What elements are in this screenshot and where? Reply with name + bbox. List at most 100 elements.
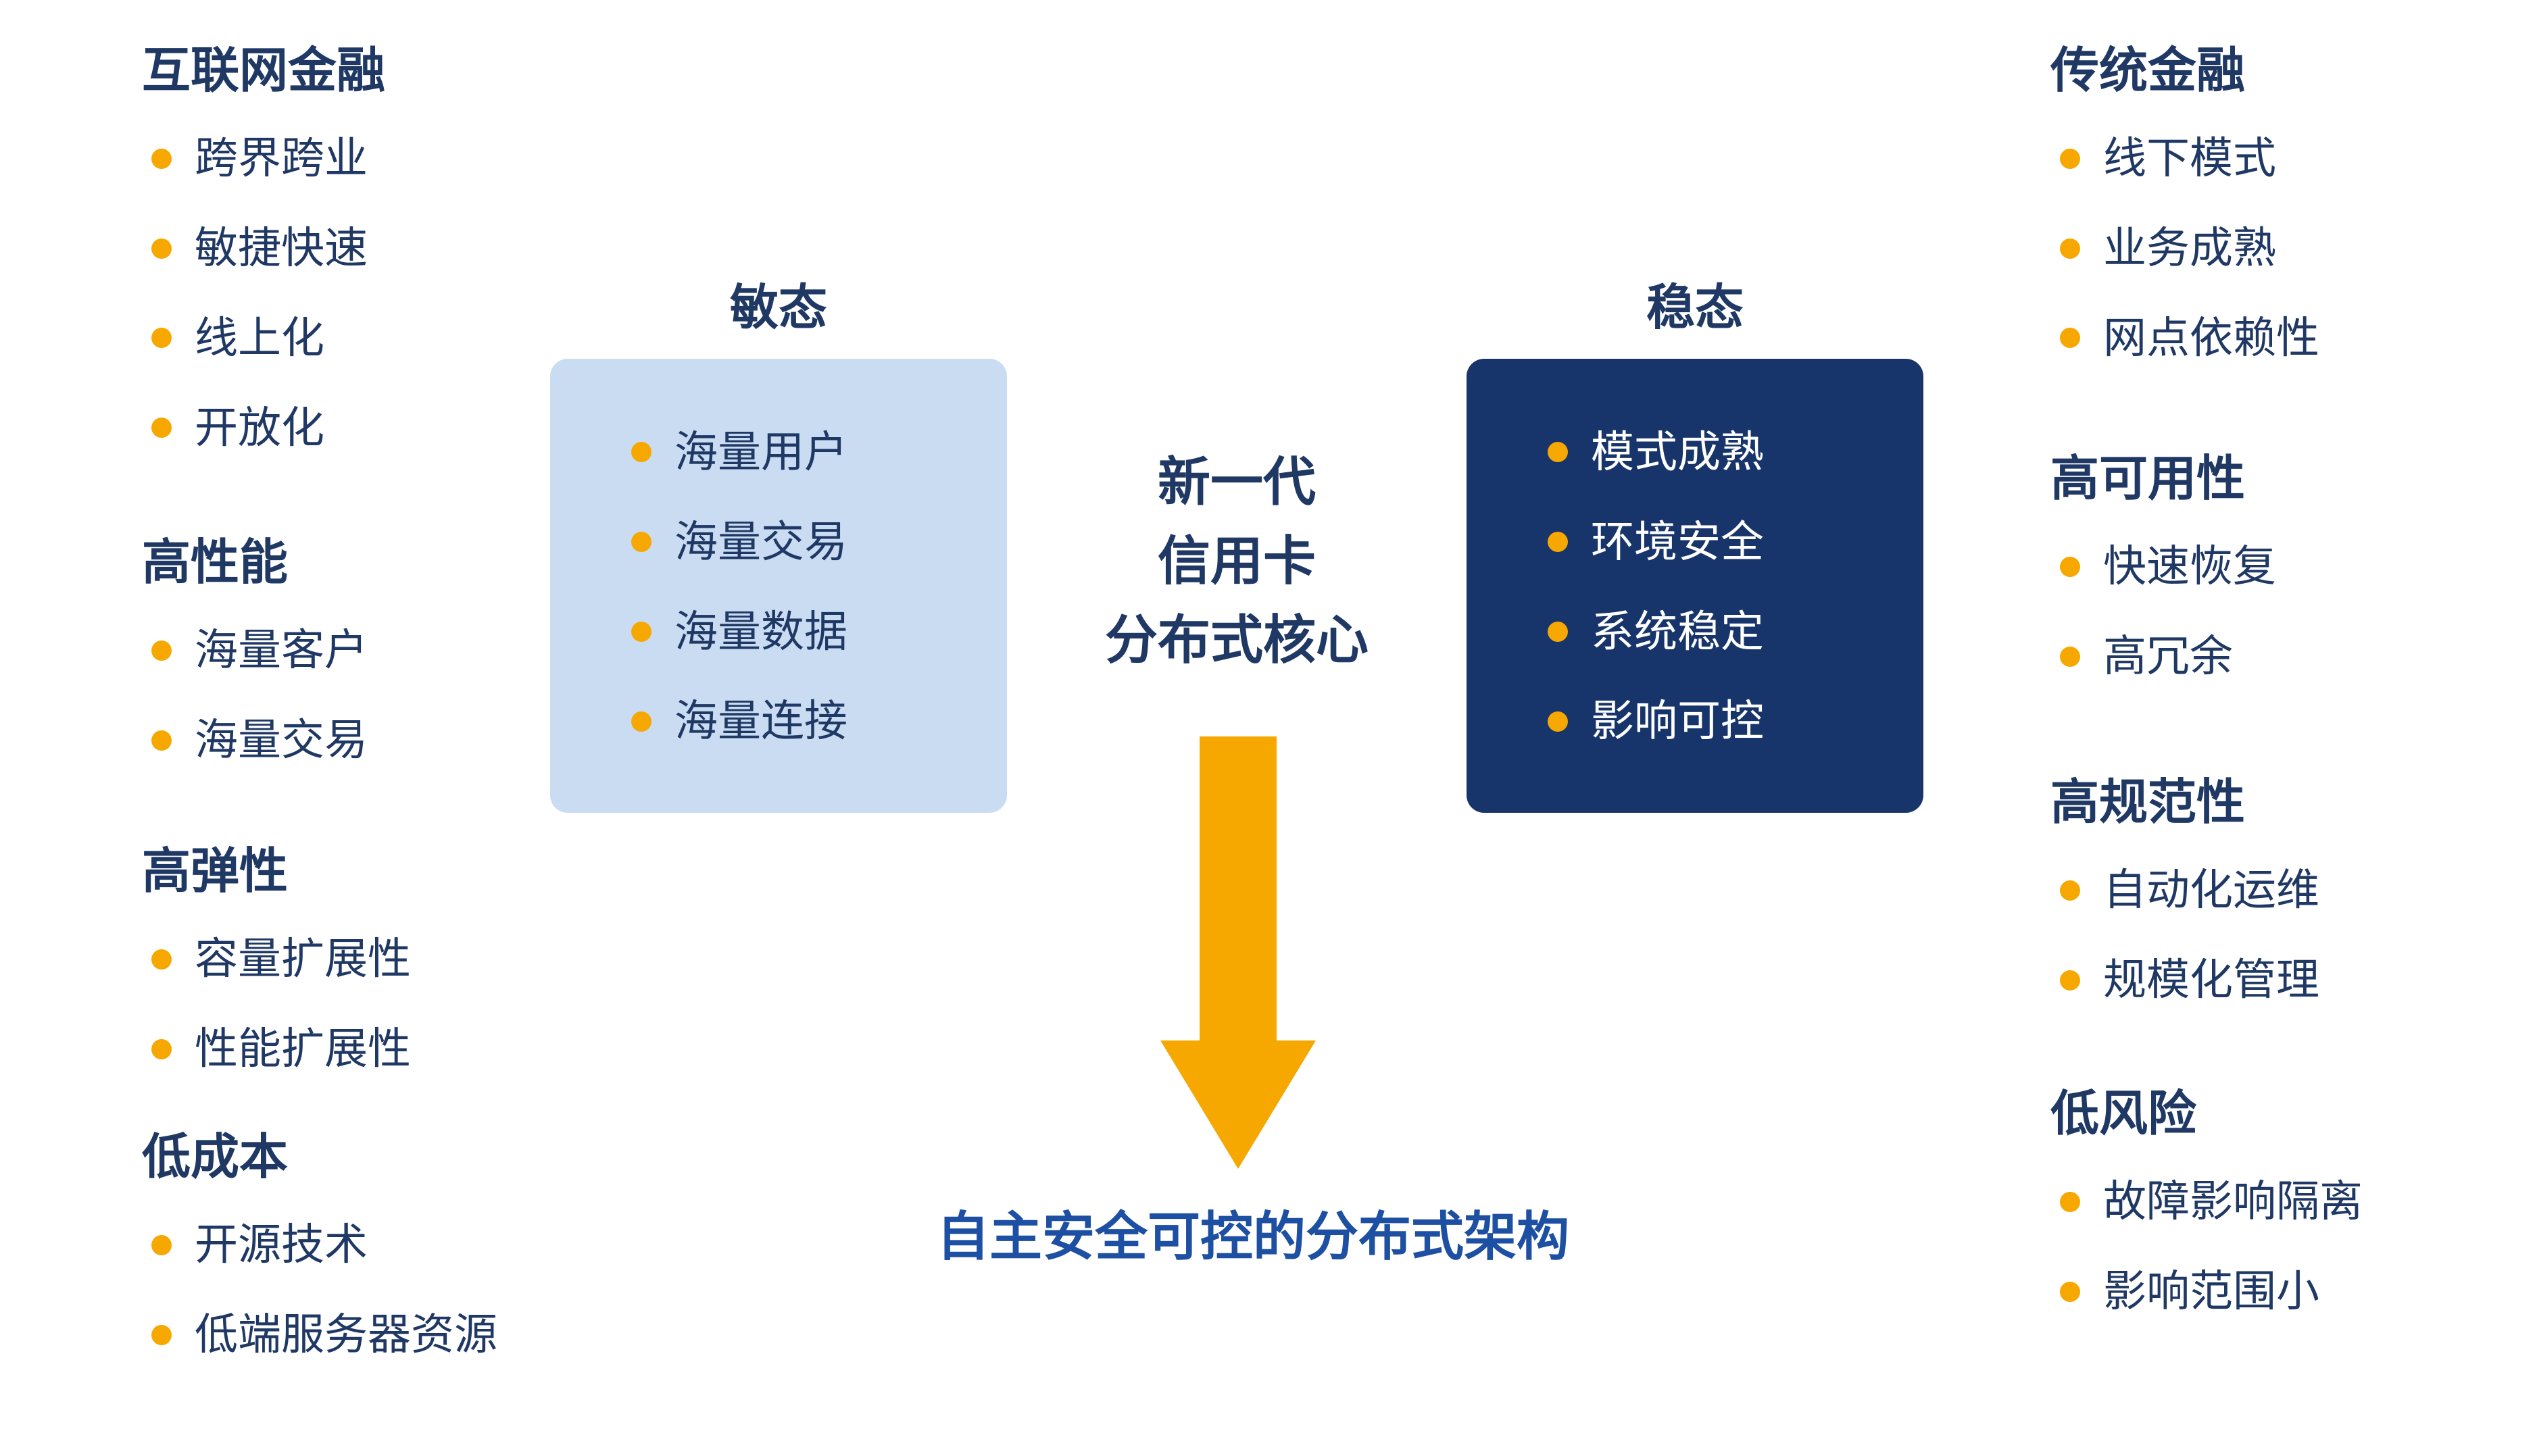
list-item-label: 海量连接 bbox=[674, 697, 847, 746]
section-title: 高可用性 bbox=[2050, 452, 2246, 506]
left-section-internet-finance: 互联网金融 跨界跨业 敏捷快速 线上化 开放化 bbox=[142, 42, 385, 454]
list-item: 线上化 bbox=[142, 312, 385, 364]
center-title-line: 分布式核心 bbox=[1104, 610, 1369, 670]
list-item: 规模化管理 bbox=[2050, 954, 2319, 1006]
list-item: 高冗余 bbox=[2050, 630, 2276, 682]
list-item: 容量扩展性 bbox=[142, 933, 411, 985]
list-item: 海量交易 bbox=[142, 714, 368, 766]
list-item: 环境安全 bbox=[1548, 516, 1923, 568]
list-item: 海量客户 bbox=[142, 624, 368, 676]
list-item: 模式成熟 bbox=[1548, 426, 1923, 478]
list-item-label: 海量用户 bbox=[674, 428, 847, 476]
bottom-conclusion-text: 自主安全可控的分布式架构 bbox=[936, 1207, 1569, 1266]
right-section-high-availability: 高可用性 快速恢复 高冗余 bbox=[2050, 450, 2276, 682]
section-title: 高性能 bbox=[142, 536, 289, 590]
bullet-icon bbox=[631, 711, 651, 732]
list-item-label: 系统稳定 bbox=[1591, 607, 1764, 656]
list-item: 低端服务器资源 bbox=[142, 1309, 497, 1361]
list-item: 线下模式 bbox=[2050, 132, 2319, 184]
bullet-icon bbox=[151, 1234, 172, 1255]
bullet-icon bbox=[1548, 532, 1568, 553]
list-item-label: 网点依赖性 bbox=[2103, 313, 2319, 362]
bullet-icon bbox=[151, 328, 172, 349]
list-item: 跨界跨业 bbox=[142, 132, 385, 184]
section-title: 高弹性 bbox=[142, 845, 289, 899]
bullet-icon bbox=[2060, 646, 2080, 667]
center-title-line: 新一代 bbox=[1157, 452, 1316, 511]
down-arrow-shaft bbox=[1200, 736, 1277, 1040]
list-item: 网点依赖性 bbox=[2050, 312, 2319, 364]
bullet-icon bbox=[2060, 328, 2080, 349]
list-item: 海量数据 bbox=[631, 606, 1007, 658]
list-item: 海量交易 bbox=[631, 516, 1007, 568]
list-item-label: 环境安全 bbox=[1591, 517, 1764, 566]
list-item-label: 开源技术 bbox=[195, 1220, 368, 1270]
list-item-label: 海量交易 bbox=[195, 716, 368, 765]
list-item: 故障影响隔离 bbox=[2050, 1176, 2363, 1228]
down-arrow-head bbox=[1160, 1040, 1316, 1169]
bullet-icon bbox=[1548, 442, 1568, 463]
stable-state-label: 稳态 bbox=[1646, 281, 1744, 335]
list-item: 快速恢复 bbox=[2050, 541, 2276, 593]
list-item: 海量用户 bbox=[631, 426, 1007, 478]
bullet-icon bbox=[2060, 556, 2080, 577]
bullet-icon bbox=[151, 238, 172, 259]
left-section-high-elasticity: 高弹性 容量扩展性 性能扩展性 bbox=[142, 843, 411, 1075]
right-section-traditional-finance: 传统金融 线下模式 业务成熟 网点依赖性 bbox=[2050, 42, 2319, 364]
agile-state-label: 敏态 bbox=[729, 281, 827, 335]
list-item: 敏捷快速 bbox=[142, 222, 385, 274]
center-title: 新一代 信用卡 分布式核心 bbox=[1041, 443, 1433, 680]
bullet-icon bbox=[631, 532, 651, 553]
list-item: 海量连接 bbox=[631, 695, 1007, 747]
list-item: 开放化 bbox=[142, 402, 385, 454]
left-section-high-performance: 高性能 海量客户 海量交易 bbox=[142, 534, 368, 766]
bullet-icon bbox=[2060, 1191, 2080, 1212]
list-item-label: 低端服务器资源 bbox=[195, 1310, 497, 1359]
list-item-label: 故障影响隔离 bbox=[2103, 1177, 2363, 1226]
list-item: 影响范围小 bbox=[2050, 1265, 2363, 1317]
bullet-icon bbox=[2060, 148, 2080, 169]
bullet-icon bbox=[151, 418, 172, 438]
bullet-icon bbox=[1548, 621, 1568, 642]
list-item: 业务成熟 bbox=[2050, 222, 2319, 274]
bullet-icon bbox=[631, 621, 651, 642]
list-item: 系统稳定 bbox=[1548, 606, 1923, 658]
list-item-label: 跨界跨业 bbox=[195, 134, 368, 183]
down-arrow-icon bbox=[1160, 736, 1316, 1169]
list-item-label: 线下模式 bbox=[2103, 134, 2276, 183]
list-item: 开源技术 bbox=[142, 1219, 497, 1271]
stable-state-box: 模式成熟 环境安全 系统稳定 影响可控 bbox=[1467, 359, 1923, 813]
list-item-label: 海量数据 bbox=[674, 607, 847, 656]
list-item-label: 海量交易 bbox=[674, 517, 847, 566]
left-section-low-cost: 低成本 开源技术 低端服务器资源 bbox=[142, 1128, 497, 1361]
right-section-high-standardization: 高规范性 自动化运维 规模化管理 bbox=[2050, 774, 2319, 1006]
list-item-label: 线上化 bbox=[195, 313, 324, 362]
section-title: 传统金融 bbox=[2050, 44, 2246, 98]
bullet-icon bbox=[2060, 880, 2080, 901]
bullet-icon bbox=[151, 148, 172, 169]
list-item: 影响可控 bbox=[1548, 695, 1923, 747]
bullet-icon bbox=[2060, 970, 2080, 990]
bullet-icon bbox=[2060, 238, 2080, 259]
agile-state-box: 海量用户 海量交易 海量数据 海量连接 bbox=[550, 359, 1007, 813]
section-title: 高规范性 bbox=[2050, 776, 2246, 830]
list-item: 自动化运维 bbox=[2050, 864, 2319, 916]
bullet-icon bbox=[151, 949, 172, 970]
list-item-label: 性能扩展性 bbox=[195, 1024, 411, 1074]
list-item-label: 高冗余 bbox=[2103, 632, 2233, 681]
list-item-label: 开放化 bbox=[195, 403, 324, 452]
section-title: 低成本 bbox=[142, 1130, 289, 1184]
bullet-icon bbox=[2060, 1281, 2080, 1302]
bullet-icon bbox=[151, 730, 172, 751]
list-item-label: 容量扩展性 bbox=[195, 934, 411, 984]
list-item-label: 快速恢复 bbox=[2103, 542, 2276, 591]
list-item-label: 海量客户 bbox=[195, 626, 368, 675]
list-item: 性能扩展性 bbox=[142, 1023, 411, 1075]
list-item-label: 敏捷快速 bbox=[195, 224, 368, 273]
list-item-label: 影响范围小 bbox=[2103, 1267, 2319, 1316]
list-item-label: 模式成熟 bbox=[1591, 428, 1764, 476]
bullet-icon bbox=[151, 640, 172, 661]
bullet-icon bbox=[151, 1038, 172, 1059]
right-section-low-risk: 低风险 故障影响隔离 影响范围小 bbox=[2050, 1085, 2363, 1317]
